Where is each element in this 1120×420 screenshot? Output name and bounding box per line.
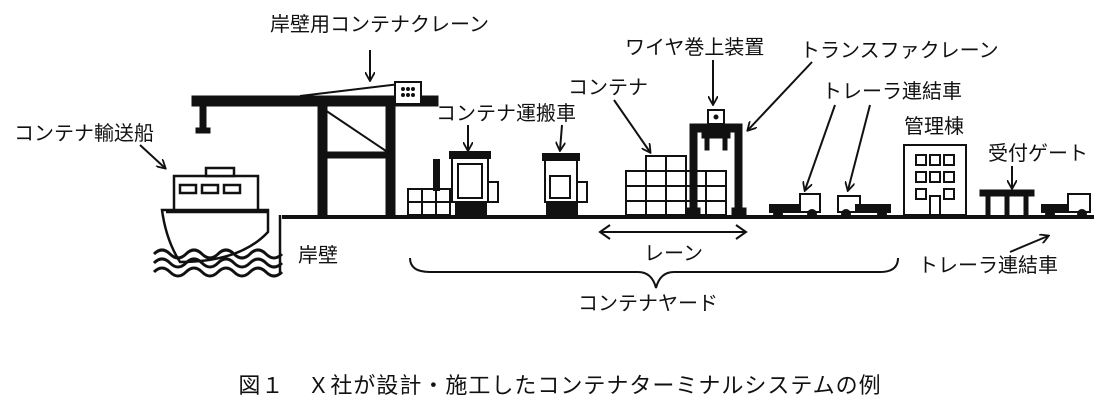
quay-crane-icon xyxy=(191,81,439,217)
label-hoist: ワイヤ巻上装置 xyxy=(625,35,765,59)
label-gate: 受付ゲート xyxy=(988,141,1088,165)
label-lane: レーン xyxy=(644,241,703,265)
lane-arrow xyxy=(598,224,748,240)
yard-brace xyxy=(409,257,899,289)
label-quay: 岸壁 xyxy=(298,243,338,267)
container-carrier-2-icon xyxy=(542,153,588,216)
figure-caption: 図１ Ｘ社が設計・施工したコンテナターミナルシステムの例 xyxy=(238,374,882,399)
label-trailer-top: トレーラ連結車 xyxy=(822,79,962,103)
label-yard: コンテナヤード xyxy=(578,291,718,315)
container-carrier-icon xyxy=(407,151,499,216)
label-container: コンテナ xyxy=(568,75,648,99)
transfer-crane-icon xyxy=(685,109,747,217)
container-stack-icon xyxy=(625,155,727,216)
water-waves xyxy=(152,248,284,278)
label-transfer-crane: トランスファクレーン xyxy=(800,38,999,62)
annotation-arrows xyxy=(139,50,1048,253)
admin-building-icon xyxy=(903,144,967,216)
label-quay-crane: 岸壁用コンテナクレーン xyxy=(270,12,489,36)
ship-icon xyxy=(160,166,270,264)
label-ship: コンテナ輸送船 xyxy=(14,121,154,145)
gate-icon xyxy=(979,189,1035,216)
label-trailer-bottom: トレーラ連結車 xyxy=(918,253,1058,277)
trailer-3-icon xyxy=(1041,193,1091,219)
trailer-icon xyxy=(769,193,821,219)
trailer-2-icon xyxy=(837,195,891,219)
label-carrier: コンテナ運搬車 xyxy=(436,101,576,125)
label-admin: 管理棟 xyxy=(904,114,964,138)
